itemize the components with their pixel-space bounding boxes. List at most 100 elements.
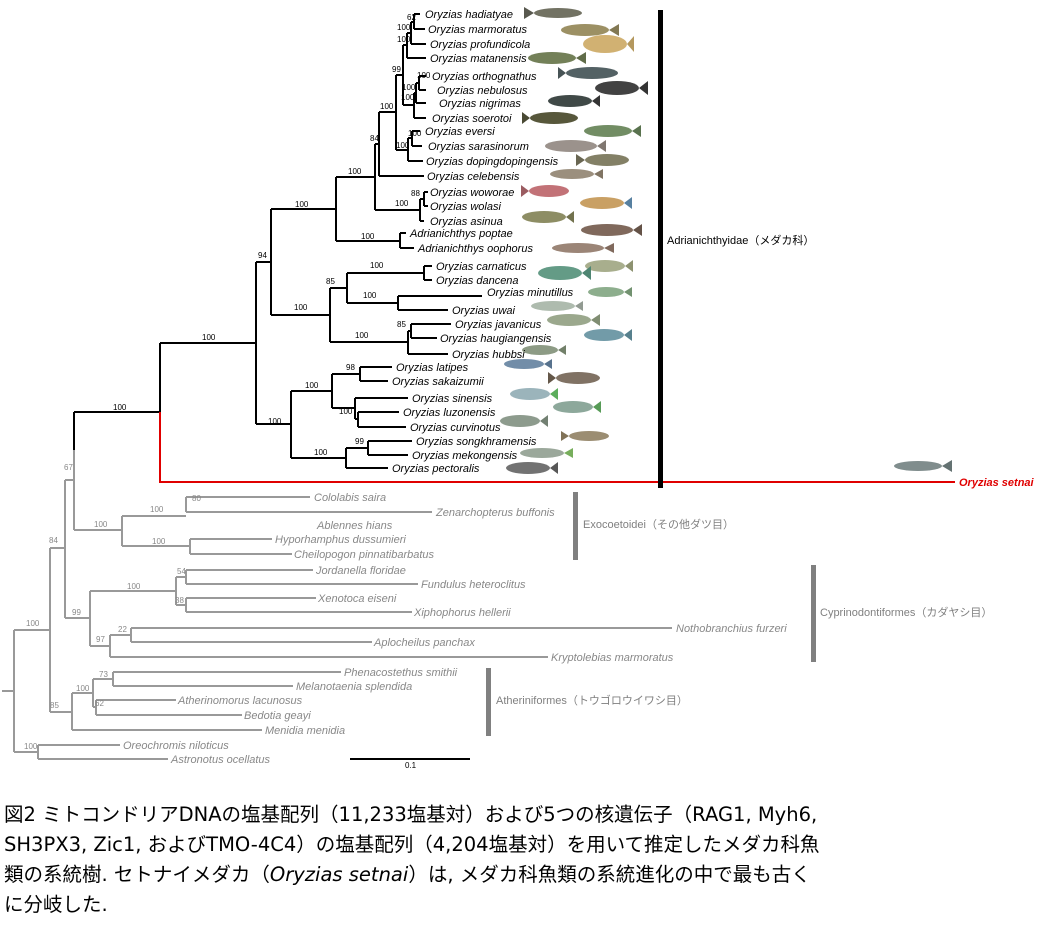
setnai-branch <box>159 412 955 483</box>
taxon-label: Oryzias curvinotus <box>410 422 501 434</box>
fish-image-17 <box>552 243 614 253</box>
fish-image-4 <box>528 52 586 64</box>
taxon-label: Oryzias eversi <box>425 126 495 138</box>
support-value: 100 <box>397 35 411 44</box>
support-value: 100 <box>152 537 166 546</box>
support-value: 100 <box>402 83 416 92</box>
taxon-label: Ablennes hians <box>316 520 393 532</box>
support-value: 97 <box>96 635 105 644</box>
taxon-label: Oryzias wolasi <box>430 201 501 213</box>
support-value: 100 <box>370 261 384 270</box>
fish-image-6 <box>595 81 648 95</box>
outgroup-branches <box>2 450 672 760</box>
support-values: 62 100 100 99 100 100 100 100 84 100 100… <box>24 13 431 751</box>
fish-image-18 <box>585 260 633 272</box>
taxon-label: Oryzias nigrimas <box>439 98 521 110</box>
support-value: 100 <box>94 520 108 529</box>
support-value: 100 <box>305 381 319 390</box>
support-value: 85 <box>326 277 335 286</box>
taxon-label: Oryzias woworae <box>430 187 514 199</box>
fish-image-1 <box>524 7 582 19</box>
taxon-label: Xenotoca eiseni <box>317 593 397 605</box>
fish-image-8 <box>522 112 578 124</box>
taxon-label: Jordanella floridae <box>315 565 406 577</box>
support-value: 88 <box>411 189 420 198</box>
support-value: 100 <box>113 403 127 412</box>
taxon-label: Oreochromis niloticus <box>123 740 229 752</box>
support-value: 100 <box>127 582 141 591</box>
support-value: 100 <box>76 684 90 693</box>
fish-image-3 <box>583 35 634 53</box>
group-label-atheriniformes: Atheriniformes（トウゴロウイワシ目） <box>496 693 688 707</box>
fish-image-28 <box>553 401 601 413</box>
caption-line-3: 類の系統樹. セトナイメダカ（Oryzias setnai）は, メダカ科魚類の… <box>4 860 1040 890</box>
taxon-label: Zenarchopterus buffonis <box>435 507 555 519</box>
support-value: 100 <box>363 291 377 300</box>
taxon-label: Oryzias nebulosus <box>437 85 528 97</box>
taxon-label: Nothobranchius furzeri <box>676 623 787 635</box>
fish-image-11 <box>576 154 629 166</box>
fish-image-10 <box>545 140 606 152</box>
fish-image-25 <box>504 359 552 369</box>
taxon-label-setnai: Oryzias setnai <box>959 477 1035 489</box>
support-value: 100 <box>150 505 164 514</box>
taxon-label: Oryzias orthognathus <box>432 71 537 83</box>
support-value: 85 <box>397 320 406 329</box>
taxon-label: Oryzias songkhramensis <box>416 436 537 448</box>
caption-species-name: Oryzias setnai <box>269 863 409 886</box>
support-value: 100 <box>268 417 282 426</box>
fish-image-5 <box>558 67 618 79</box>
caption-line-3-start: 類の系統樹. セトナイメダカ（ <box>4 863 270 886</box>
taxon-label: Oryzias dancena <box>436 275 519 287</box>
taxon-label: Oryzias asinua <box>430 216 503 228</box>
fish-image-32 <box>506 462 558 474</box>
support-value: 100 <box>397 23 411 32</box>
taxon-label: Aplocheilus panchax <box>373 637 475 649</box>
taxon-label: Bedotia geayi <box>244 710 311 722</box>
fish-image-23 <box>584 329 632 341</box>
taxon-label: Oryzias hadiatyae <box>425 9 513 21</box>
fish-image-setnai <box>894 460 952 472</box>
fish-image-29 <box>500 415 548 427</box>
fish-image-14 <box>580 197 632 209</box>
fish-image-16 <box>581 224 642 236</box>
group-label-exocoetoidei: Exocoetoidei（その他ダツ目） <box>583 517 734 531</box>
ingroup-labels: Oryzias hadiatyae Oryzias marmoratus Ory… <box>392 9 1035 489</box>
taxon-label: Oryzias sakaizumii <box>392 376 484 388</box>
support-value: 94 <box>258 251 267 260</box>
support-value: 62 <box>407 13 416 22</box>
support-value: 100 <box>401 93 415 102</box>
figure-caption: 図2 ミトコンドリアDNAの塩基配列（11,233塩基対）および5つの核遺伝子（… <box>4 800 1040 920</box>
taxon-label: Oryzias sinensis <box>412 393 493 405</box>
outgroup-labels: Cololabis saira Zenarchopterus buffonis … <box>123 492 787 766</box>
taxon-label: Oryzias hubbsi <box>452 349 525 361</box>
group-label-cyprinodontiformes: Cyprinodontiformes（カダヤシ目） <box>820 605 992 619</box>
fish-image-15 <box>522 211 574 223</box>
support-value: 100 <box>202 333 216 342</box>
ingroup-branches <box>73 13 482 469</box>
caption-line-1: 図2 ミトコンドリアDNAの塩基配列（11,233塩基対）および5つの核遺伝子（… <box>4 803 818 826</box>
support-value: 67 <box>64 463 73 472</box>
support-value: 80 <box>192 494 201 503</box>
caption-line-2: SH3PX3, Zic1, およびTMO-4C4）の塩基配列（4,204塩基対）… <box>4 833 820 856</box>
taxon-label: Oryzias luzonensis <box>403 407 496 419</box>
fish-image-24 <box>522 345 566 355</box>
support-value: 99 <box>392 65 401 74</box>
fish-image-27 <box>510 388 558 400</box>
scale-bar-label: 0.1 <box>405 761 417 770</box>
taxon-label: Oryzias minutillus <box>487 287 574 299</box>
support-value: 73 <box>99 670 108 679</box>
support-value: 100 <box>355 331 369 340</box>
fish-image-20 <box>588 287 632 297</box>
taxon-label: Melanotaenia splendida <box>296 681 412 693</box>
support-value: 22 <box>118 625 127 634</box>
taxon-label: Hyporhamphus dussumieri <box>275 534 406 546</box>
taxon-label: Cololabis saira <box>314 492 386 504</box>
taxon-label: Adrianichthys oophorus <box>417 243 533 255</box>
fish-photos <box>500 7 952 474</box>
group-label-adrianichthyidae: Adrianichthyidae（メダカ科） <box>667 233 814 247</box>
taxon-label: Phenacostethus smithii <box>344 667 458 679</box>
support-value: 100 <box>396 141 410 150</box>
atheriniformes-bar <box>486 668 491 736</box>
taxon-label: Oryzias celebensis <box>427 171 520 183</box>
